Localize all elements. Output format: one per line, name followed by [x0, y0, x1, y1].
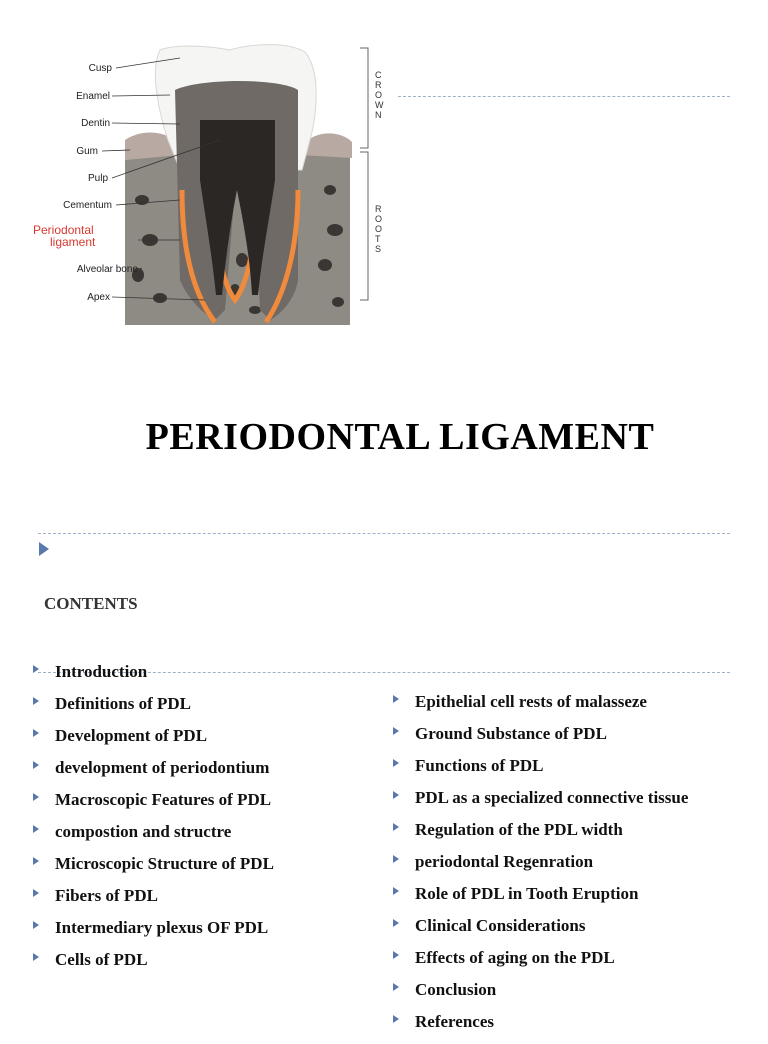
list-item: Microscopic Structure of PDL: [33, 854, 274, 886]
leader-lines: [101, 57, 221, 301]
bullet-icon: [33, 729, 39, 737]
list-item: Cells of PDL: [33, 950, 274, 982]
divider: [398, 96, 730, 97]
list-item: Epithelial cell rests of malasseze: [393, 692, 688, 724]
list-item: Regulation of the PDL width: [393, 820, 688, 852]
svg-text:W: W: [375, 100, 384, 110]
label-cusp: Cusp: [89, 63, 113, 74]
list-item: Introduction: [33, 662, 274, 694]
bullet-icon: [33, 953, 39, 961]
contents-divider: [38, 672, 730, 673]
bullet-icon: [393, 919, 399, 927]
list-item: Fibers of PDL: [33, 886, 274, 918]
bullet-icon: [393, 887, 399, 895]
svg-text:R: R: [375, 80, 382, 90]
bullet-icon: [393, 727, 399, 735]
bullet-icon: [393, 791, 399, 799]
label-dentin: Dentin: [81, 118, 110, 129]
label-periodontal: Periodontal: [33, 223, 94, 237]
bullet-icon: [393, 759, 399, 767]
list-item: Definitions of PDL: [33, 694, 274, 726]
bullet-icon: [33, 793, 39, 801]
list-item: Ground Substance of PDL: [393, 724, 688, 756]
list-item: Development of PDL: [33, 726, 274, 758]
slide-marker-icon: [39, 542, 49, 556]
list-item: PDL as a specialized connective tissue: [393, 788, 688, 820]
tooth-anatomy-figure: Cusp Enamel Dentin Gum Pulp Cementum Per…: [33, 44, 384, 325]
list-item: Macroscopic Features of PDL: [33, 790, 274, 822]
contents-list-right: Epithelial cell rests of malasseze Groun…: [393, 692, 688, 1044]
label-pulp: Pulp: [88, 173, 108, 184]
bullet-icon: [393, 855, 399, 863]
bullet-icon: [33, 921, 39, 929]
roots-label: R O O T S: [375, 204, 382, 254]
slide-title: Cusp Enamel Dentin Gum Pulp Cementum Per…: [33, 44, 730, 458]
bullet-icon: [33, 665, 39, 673]
contents-list-left: Introduction Definitions of PDL Developm…: [33, 662, 274, 982]
list-item: Conclusion: [393, 980, 688, 1012]
crown-label: C R O W N: [375, 70, 384, 120]
label-cementum: Cementum: [63, 200, 112, 211]
svg-text:O: O: [375, 214, 382, 224]
list-item: Functions of PDL: [393, 756, 688, 788]
svg-text:R: R: [375, 204, 382, 214]
bullet-icon: [393, 695, 399, 703]
bullet-icon: [33, 761, 39, 769]
contents-heading: CONTENTS: [44, 594, 138, 613]
slide-divider: [38, 533, 730, 534]
list-item: Effects of aging on the PDL: [393, 948, 688, 980]
list-item: References: [393, 1012, 688, 1044]
svg-text:O: O: [375, 90, 382, 100]
label-gum: Gum: [76, 146, 98, 157]
label-alveolar-bone: Alveolar bone: [77, 264, 139, 275]
bullet-icon: [393, 823, 399, 831]
bullet-icon: [33, 857, 39, 865]
svg-text:T: T: [375, 234, 381, 244]
bullet-icon: [393, 951, 399, 959]
svg-text:N: N: [375, 110, 382, 120]
bullet-icon: [33, 697, 39, 705]
bullet-icon: [33, 889, 39, 897]
svg-text:C: C: [375, 70, 382, 80]
bullet-icon: [393, 983, 399, 991]
svg-text:S: S: [375, 244, 381, 254]
label-enamel: Enamel: [76, 91, 110, 102]
list-item: development of periodontium: [33, 758, 274, 790]
bullet-icon: [33, 825, 39, 833]
list-item: Intermediary plexus OF PDL: [33, 918, 274, 950]
label-apex: Apex: [87, 292, 110, 303]
list-item: compostion and structre: [33, 822, 274, 854]
label-ligament: ligament: [50, 235, 96, 249]
bullet-icon: [393, 1015, 399, 1023]
bone-pores: [132, 185, 344, 314]
list-item: periodontal Regenration: [393, 852, 688, 884]
pulp-shape: [200, 120, 275, 295]
list-item: Clinical Considerations: [393, 916, 688, 948]
region-brackets: [360, 47, 369, 301]
page-title: PERIODONTAL LIGAMENT: [145, 416, 655, 458]
list-item: Role of PDL in Tooth Eruption: [393, 884, 688, 916]
svg-text:O: O: [375, 224, 382, 234]
